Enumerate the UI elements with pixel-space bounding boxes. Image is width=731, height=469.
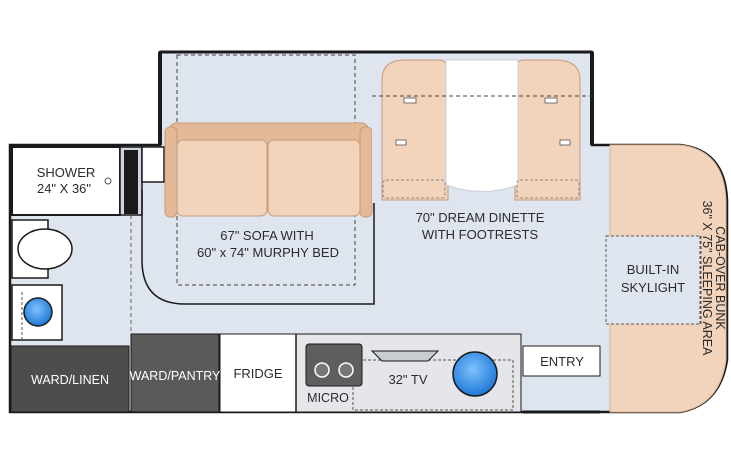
ward-linen-cabinet: [10, 345, 130, 413]
kitchen-sink-icon: [452, 351, 498, 397]
entry-step: [522, 345, 601, 377]
sofa-label-line1: 67" SOFA WITH: [220, 228, 313, 243]
entry-label: ENTRY: [540, 354, 584, 369]
bath-sink-icon: [23, 297, 53, 327]
dinette-handle-2: [544, 97, 558, 104]
sofa-arm-left: [164, 126, 178, 218]
dinette-seat-right: [514, 59, 581, 201]
dinette-footrest-right: [516, 179, 580, 199]
shower-drain-icon: [104, 177, 112, 185]
dinette-table: [445, 59, 519, 192]
dinette-handle-1: [403, 97, 417, 104]
murphy-bed-outline: [141, 180, 375, 305]
shower: [11, 146, 121, 216]
shower-label-line2: 24" X 36": [37, 181, 91, 196]
dinette-footrest-left: [382, 179, 446, 199]
shower-door: [124, 150, 138, 214]
sofa-arm-right: [359, 126, 373, 218]
fridge-label: FRIDGE: [233, 366, 282, 381]
tv-icon: [370, 350, 440, 362]
ward-pantry-cabinet: [130, 333, 220, 413]
fridge: [219, 333, 297, 413]
toilet-icon: [17, 228, 73, 270]
shower-label-line1: SHOWER: [37, 165, 96, 180]
cabover-label-line2: 36" X 75" SLEEPING AREA: [700, 201, 714, 356]
tv-label: 32" TV: [388, 372, 427, 387]
cooktop: [305, 343, 363, 387]
micro-label: MICRO: [307, 391, 349, 405]
dinette-seat-left: [381, 59, 449, 201]
skylight-label-line1: BUILT-IN: [627, 262, 680, 277]
skylight-label-line2: SKYLIGHT: [621, 280, 685, 295]
burner-right-icon: [338, 362, 354, 378]
bath-small-cabinet: [141, 146, 165, 183]
dinette-handle-4: [559, 139, 571, 146]
skylight-outline: [605, 235, 702, 325]
cabover-label-line1: CAB-OVER BUNK: [713, 226, 727, 330]
burner-left-icon: [314, 362, 330, 378]
dinette-handle-3: [395, 139, 407, 146]
dinette-label-line1: 70" DREAM DINETTE: [416, 210, 545, 225]
dinette-label-line2: WITH FOOTRESTS: [422, 227, 539, 242]
sofa-cushion-left: [176, 139, 268, 217]
sofa-label-line2: 60" x 74" MURPHY BED: [197, 245, 339, 260]
sofa-cushion-right: [267, 139, 361, 217]
ward-linen-label: WARD/LINEN: [31, 373, 109, 387]
ward-pantry-label: WARD/PANTRY: [130, 369, 221, 383]
